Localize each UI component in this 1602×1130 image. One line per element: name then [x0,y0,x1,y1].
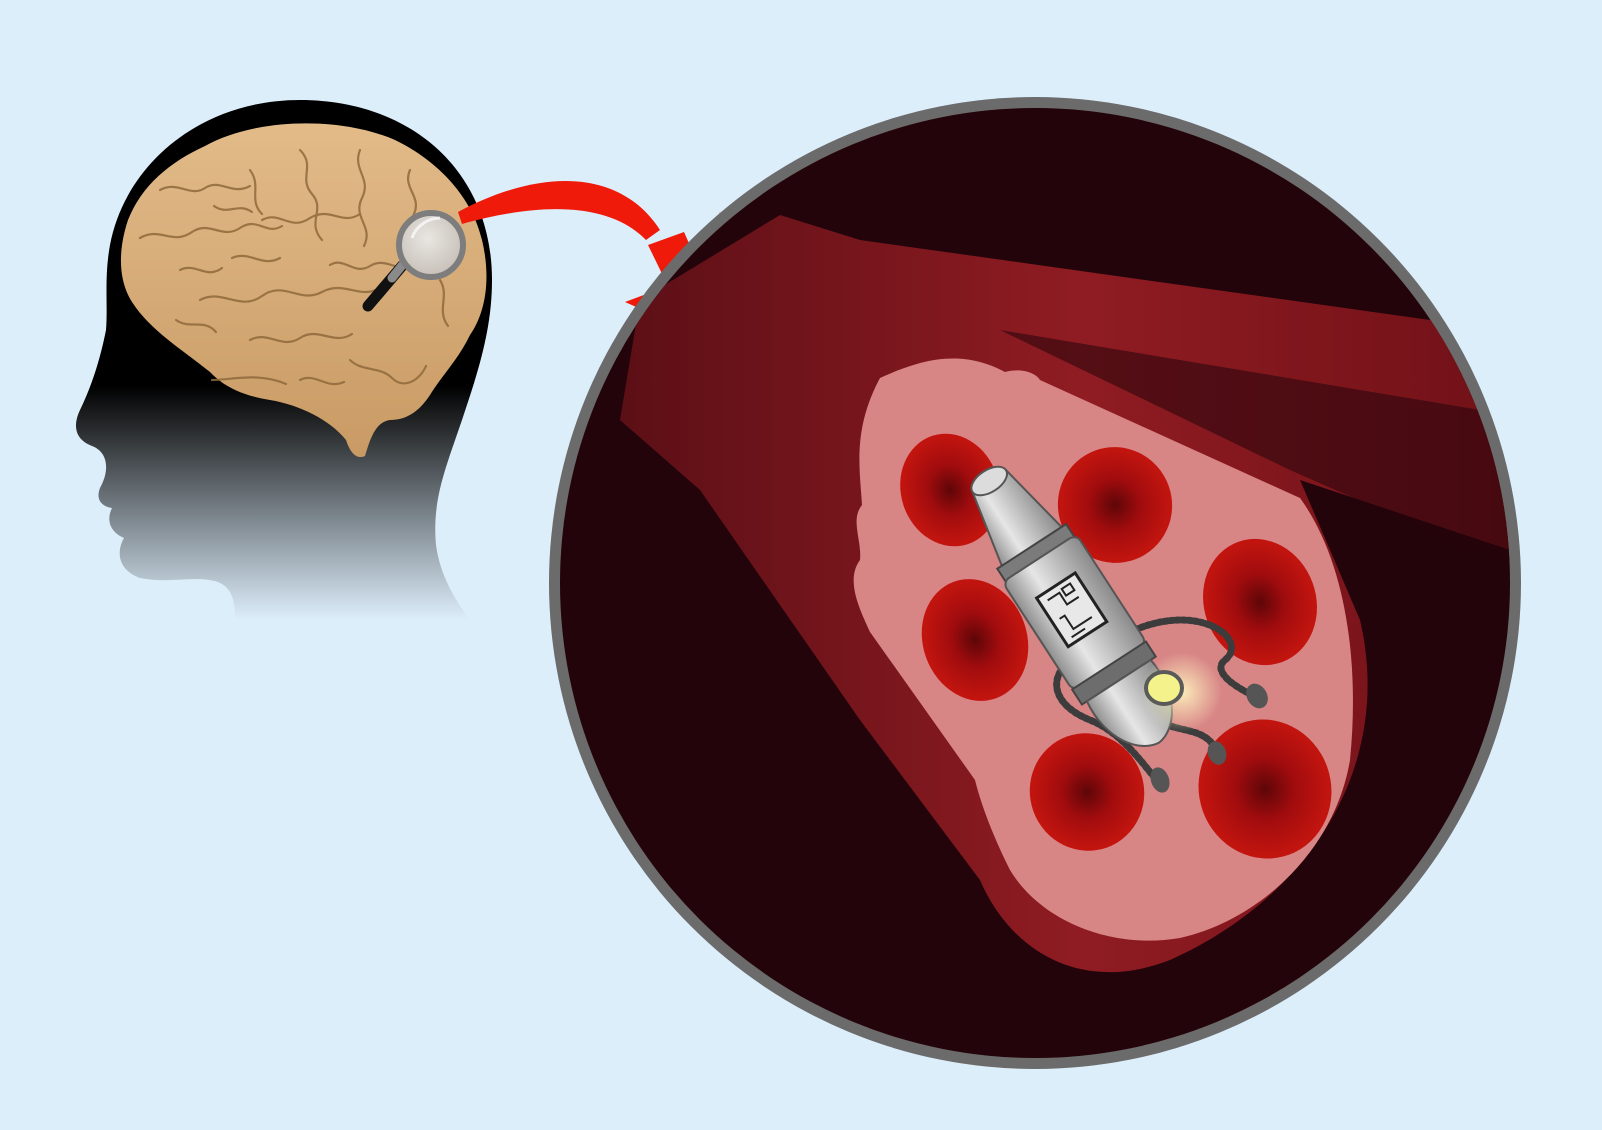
brain-icon [120,123,487,458]
nanorobot-icon [970,465,1268,793]
magnifying-glass-icon [362,210,466,312]
magnified-blood-vessel-icon [549,97,1521,1069]
red-blood-cell-icon [900,433,1332,859]
